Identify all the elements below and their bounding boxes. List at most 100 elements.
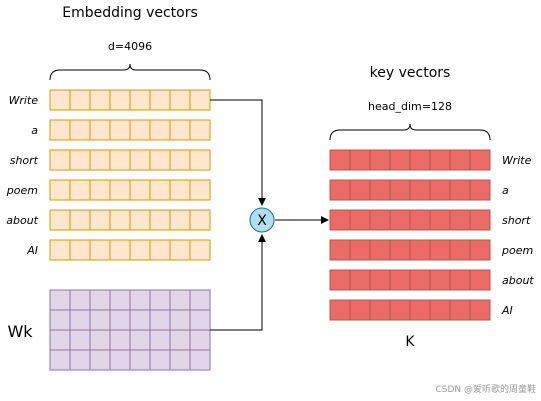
key-token-label: about xyxy=(502,274,534,287)
wk-cell xyxy=(69,349,91,371)
key-title: key vectors xyxy=(370,65,451,81)
embedding-title: Embedding vectors xyxy=(62,5,198,21)
key-cell xyxy=(349,179,371,201)
embedding-cell xyxy=(129,179,151,201)
embedding-row: poem xyxy=(6,179,211,201)
wk-cell xyxy=(49,349,71,371)
wk-cell xyxy=(189,309,211,331)
embedding-cell xyxy=(169,89,191,111)
key-cell xyxy=(329,149,351,171)
wk-cell xyxy=(169,289,191,311)
embedding-cell xyxy=(69,119,91,141)
key-cell xyxy=(389,239,411,261)
key-cell xyxy=(429,209,451,231)
wk-cell xyxy=(89,349,111,371)
embedding-cell xyxy=(189,119,211,141)
key-cell xyxy=(389,209,411,231)
key-token-label: poem xyxy=(501,244,533,257)
key-cell xyxy=(349,149,371,171)
embedding-cell xyxy=(109,89,131,111)
key-cell xyxy=(469,239,491,261)
embedding-cell xyxy=(69,239,91,261)
key-row: Write xyxy=(329,149,532,171)
key-cell xyxy=(389,299,411,321)
key-token-label: AI xyxy=(501,304,513,317)
wk-cell xyxy=(49,289,71,311)
wk-cell xyxy=(109,349,131,371)
key-cell xyxy=(449,209,471,231)
key-matrix-label: K xyxy=(405,334,415,350)
key-cell xyxy=(469,299,491,321)
key-cell xyxy=(389,149,411,171)
embedding-cell xyxy=(69,149,91,171)
wk-cell xyxy=(49,329,71,351)
embedding-cell xyxy=(189,149,211,171)
embedding-token-label: about xyxy=(6,214,38,227)
embedding-cell xyxy=(149,209,171,231)
key-token-label: short xyxy=(502,214,531,227)
embedding-row: Write xyxy=(9,89,211,111)
key-brace xyxy=(329,123,491,141)
embedding-token-label: a xyxy=(31,124,38,137)
embedding-cell xyxy=(129,119,151,141)
key-cell xyxy=(329,269,351,291)
key-cell xyxy=(369,179,391,201)
embedding-row: about xyxy=(6,209,211,231)
wk-cell xyxy=(189,329,211,351)
key-cell xyxy=(469,269,491,291)
embedding-cell xyxy=(169,209,191,231)
embedding-row: AI xyxy=(26,239,211,261)
embedding-cell xyxy=(149,89,171,111)
embedding-cell xyxy=(49,119,71,141)
embedding-cell xyxy=(69,89,91,111)
key-cell xyxy=(369,299,391,321)
key-cell xyxy=(409,209,431,231)
embedding-to-operator-arrow xyxy=(210,99,266,206)
wk-cell xyxy=(109,309,131,331)
key-cell xyxy=(449,239,471,261)
embedding-cell xyxy=(149,179,171,201)
embedding-token-label: short xyxy=(10,154,39,167)
embedding-cell xyxy=(109,179,131,201)
embedding-cell xyxy=(109,209,131,231)
embedding-cell xyxy=(89,179,111,201)
key-cell xyxy=(469,209,491,231)
embedding-cell xyxy=(129,239,151,261)
key-cell xyxy=(429,149,451,171)
embedding-cell xyxy=(149,119,171,141)
wk-label: Wk xyxy=(7,322,33,341)
key-cell xyxy=(349,299,371,321)
multiply-operator-circle xyxy=(249,207,275,233)
key-cell xyxy=(389,179,411,201)
watermark: CSDN @爱听歌的周童鞋 xyxy=(435,383,536,395)
embedding-token-label: AI xyxy=(26,244,38,257)
key-cell xyxy=(349,269,371,291)
embedding-token-label: Write xyxy=(9,94,39,107)
wk-cell xyxy=(149,329,171,351)
wk-cell xyxy=(169,349,191,371)
embedding-cell xyxy=(69,209,91,231)
wk-cell xyxy=(109,329,131,351)
embedding-token-label: poem xyxy=(6,184,38,197)
wk-cell xyxy=(89,309,111,331)
key-cell xyxy=(409,179,431,201)
key-cell xyxy=(449,299,471,321)
key-cell xyxy=(409,269,431,291)
multiply-operator-symbol: X xyxy=(257,213,267,229)
embedding-cell xyxy=(189,89,211,111)
key-row: short xyxy=(329,209,531,231)
embedding-cell xyxy=(69,179,91,201)
key-cell xyxy=(429,269,451,291)
embedding-cell xyxy=(89,89,111,111)
wk-cell xyxy=(129,309,151,331)
key-cell xyxy=(329,209,351,231)
wk-cell xyxy=(69,289,91,311)
key-cell xyxy=(449,179,471,201)
key-cell xyxy=(349,209,371,231)
embedding-cell xyxy=(49,89,71,111)
wk-cell xyxy=(169,309,191,331)
embedding-cell xyxy=(49,239,71,261)
embedding-cell xyxy=(169,239,191,261)
key-cell xyxy=(449,269,471,291)
